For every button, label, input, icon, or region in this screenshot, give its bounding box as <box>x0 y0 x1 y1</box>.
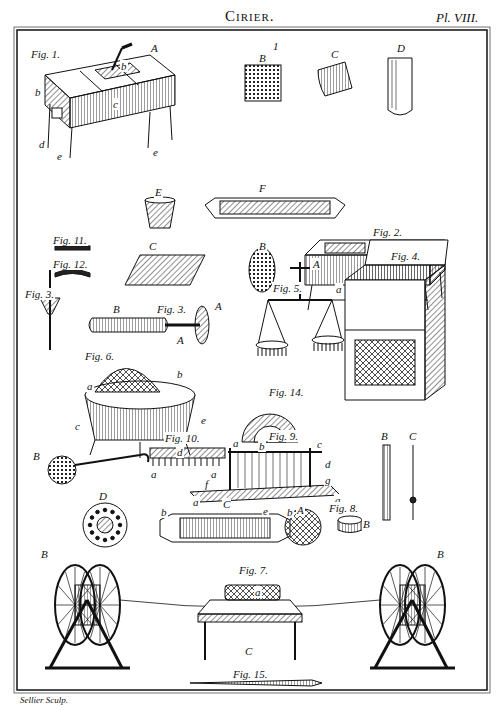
callout-letter: D <box>98 490 108 502</box>
figure-label: Fig. 6. <box>84 350 115 362</box>
figure-label: Fig. 10. <box>164 432 201 444</box>
callout-letter: e <box>152 146 159 158</box>
figure-label: Fig. 5. <box>272 282 303 294</box>
callout-letter: b <box>120 60 128 72</box>
plate-number: Pl. VIII. <box>436 10 478 26</box>
plate-title: Cirier. <box>225 8 274 25</box>
callout-letter: C <box>244 645 253 657</box>
figure-label: Fig. 1. <box>30 48 61 60</box>
callout-letter: C <box>330 48 339 60</box>
callout-letter: c <box>112 98 119 110</box>
callout-letter: C <box>222 498 231 510</box>
callout-letter: c <box>316 438 323 450</box>
callout-letter: E <box>154 186 163 198</box>
callout-letter: B <box>112 303 121 315</box>
callout-letter: e <box>200 414 207 426</box>
callout-letter: A <box>214 300 223 312</box>
figure-label: Fig. 3. <box>24 288 55 300</box>
callout-letter: B <box>258 240 267 252</box>
callout-letter: a <box>86 380 94 392</box>
figure-label: Fig. 12. <box>52 258 89 270</box>
callout-letter: B <box>362 518 371 530</box>
figure-label: Fig. 3. <box>156 303 187 315</box>
callout-letter: f <box>204 478 209 490</box>
figure-label: Fig. 4. <box>390 250 421 262</box>
figure-label: Fig. 9. <box>268 430 299 442</box>
callout-letter: B <box>40 548 49 560</box>
callout-letter: d <box>324 458 332 470</box>
callout-letter: d <box>38 138 46 150</box>
engraver-signature: Sellier Sculp. <box>20 695 68 705</box>
callout-letter: b <box>34 86 42 98</box>
callout-letter: A <box>312 258 321 270</box>
callout-letter: B <box>258 52 267 64</box>
callout-letter: d <box>176 446 184 458</box>
callout-letter: A <box>176 334 185 346</box>
callout-letter: 1 <box>272 40 280 52</box>
callout-letter: D <box>396 42 406 54</box>
callout-letter: e <box>262 505 269 517</box>
figure-label: Fig. 15. <box>232 668 269 680</box>
callout-letter: C <box>148 240 157 252</box>
callout-letter: A <box>296 504 305 516</box>
callout-letter: b <box>258 440 266 452</box>
callout-letter: a <box>254 586 262 598</box>
callout-letter: a <box>232 437 240 449</box>
callout-letter: e <box>56 150 63 162</box>
callout-letter: g <box>324 474 332 486</box>
callout-letter: F <box>258 182 267 194</box>
callout-letter: C <box>408 430 417 442</box>
callout-letter: B <box>32 450 41 462</box>
figure-label: Fig. 8. <box>328 502 359 514</box>
callout-letter: a <box>192 496 200 508</box>
callout-letter: A <box>150 42 159 54</box>
figure-label: Fig. 2. <box>372 226 403 238</box>
callout-letter: a <box>150 468 158 480</box>
figure-label: Fig. 11. <box>52 234 88 246</box>
callout-letter: c <box>74 420 81 432</box>
callout-letter: B <box>380 430 389 442</box>
callout-letter: b <box>160 506 168 518</box>
callout-letter: a <box>335 283 343 295</box>
figure-label: Fig. 14. <box>268 386 305 398</box>
candle-fringe <box>258 343 342 356</box>
callout-letter: B <box>436 548 445 560</box>
callout-letter: a <box>210 468 218 480</box>
callout-letter: b <box>286 506 294 518</box>
callout-letter: b <box>176 368 184 380</box>
figure-label: Fig. 7. <box>238 564 269 576</box>
